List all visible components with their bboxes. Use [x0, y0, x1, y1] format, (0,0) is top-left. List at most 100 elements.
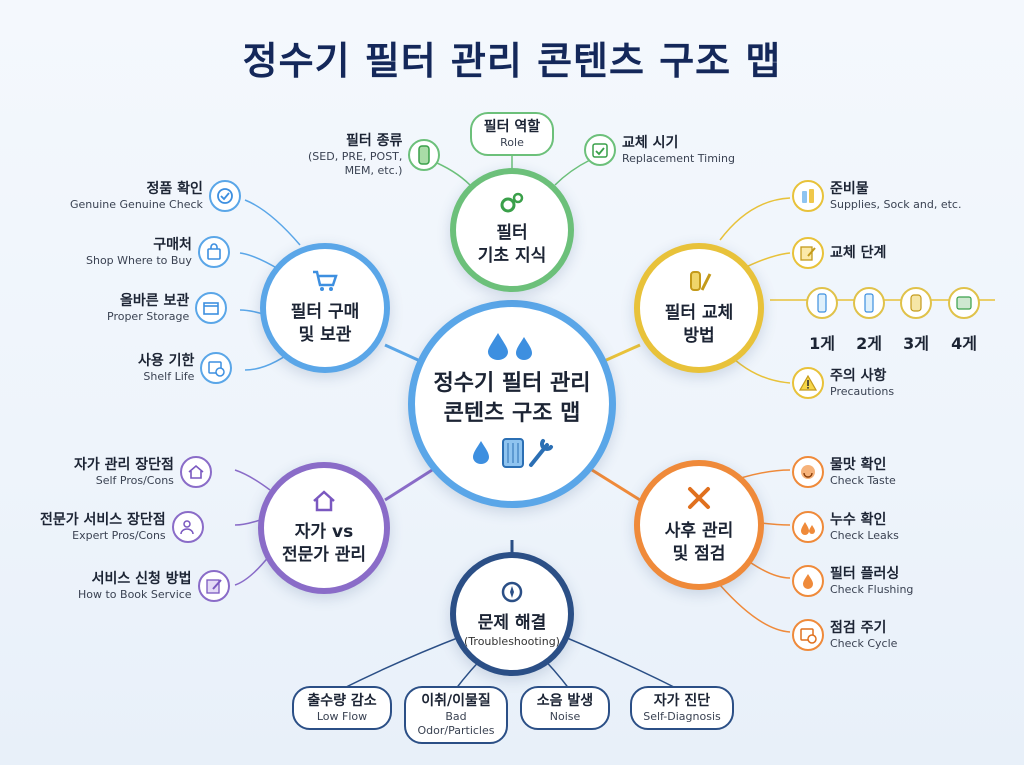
calendar-check-icon [584, 134, 616, 166]
leaf-sub: Shelf Life [143, 370, 195, 383]
page-title: 정수기 필터 관리 콘텐츠 구조 맵 [242, 39, 782, 83]
leaf-supplies[interactable]: 준비물 Supplies, Sock and, etc. [792, 180, 961, 212]
branch-aftercare-line-1: 사후 관리 [664, 521, 734, 541]
center-node: 정수기 필터 관리 콘텐츠 구조 맵 [408, 300, 616, 508]
leaf-check-leaks[interactable]: 누수 확인 Check Leaks [792, 511, 899, 543]
leaf-replace-steps[interactable]: 교체 단계 [792, 237, 886, 269]
leaf-bad-odor[interactable]: 이취/이물질 Bad Odor/Particles [404, 686, 508, 744]
leaf-sub: Role [500, 136, 524, 149]
leaf-sub: Check Flushing [830, 583, 914, 596]
leaf-title: 정품 확인 [146, 181, 203, 197]
drop-icon [792, 565, 824, 597]
leaf-sub: Noise [549, 710, 581, 723]
leaf-filter-role[interactable]: 필터 역할 Role [470, 112, 554, 156]
branch-purchase[interactable]: 필터 구매 및 보관 [260, 243, 390, 373]
leaf-title: 구매처 [153, 237, 192, 253]
branch-trouble[interactable]: 문제 해결 (Troubleshooting) [450, 552, 574, 676]
leaf-self-diagnosis[interactable]: 자가 진단 Self-Diagnosis [630, 686, 734, 730]
center-line-1: 정수기 필터 관리 [433, 371, 591, 396]
smile-icon [792, 456, 824, 488]
branch-basics-line-1: 필터 [496, 223, 528, 243]
bottles-icon [792, 180, 824, 212]
leaf-title: 필터 플러싱 [830, 566, 900, 582]
leaf-book-service[interactable]: 서비스 신청 방법 How to Book Service [78, 570, 230, 602]
expert-check-icon [171, 511, 204, 543]
leaf-sub: Supplies, Sock and, etc. [830, 198, 962, 211]
leaf-sub: Check Taste [830, 474, 896, 487]
step-1-icon [806, 287, 838, 319]
cart-icon [311, 269, 339, 297]
branch-trouble-label: 문제 해결 [477, 613, 547, 633]
branch-aftercare[interactable]: 사후 관리 및 점검 [634, 460, 764, 590]
branch-self-line-2: 전문가 관리 [281, 545, 367, 565]
leaf-title: 준비물 [830, 181, 869, 197]
pencil-note-icon [792, 237, 824, 269]
leaf-noise[interactable]: 소음 발생 Noise [520, 686, 610, 730]
leaf-title: 필터 역할 [483, 119, 541, 135]
step-label-1: 1게 [809, 334, 835, 353]
leaf-shelf-life[interactable]: 사용 기한 Shelf Life [138, 352, 233, 384]
leaf-where-to-buy[interactable]: 구매처 Shop Where to Buy [86, 236, 230, 268]
edit-form-icon [197, 570, 230, 602]
branch-purchase-line-1: 필터 구매 [290, 302, 360, 322]
branch-basics[interactable]: 필터 기초 지식 [450, 168, 574, 292]
branch-self-vs-pro[interactable]: 자가 vs 전문가 관리 [258, 462, 390, 594]
leaf-title: 전문가 서비스 장단점 [40, 512, 166, 528]
leaf-sub: Check Cycle [830, 637, 898, 650]
leaf-sub: Expert Pros/Cons [72, 529, 166, 542]
house-icon [311, 489, 337, 517]
leaf-title: 출수량 감소 [307, 693, 377, 709]
leaf-genuine-check[interactable]: 정품 확인 Genuine Genuine Check [70, 180, 241, 212]
branch-aftercare-line-2: 및 점검 [672, 544, 726, 564]
leaf-sub: Bad Odor/Particles [417, 710, 495, 737]
leaf-sub: Self-Diagnosis [643, 710, 721, 723]
leaf-title: 이취/이물질 [421, 693, 491, 709]
branch-trouble-sub: (Troubleshooting) [464, 635, 560, 648]
leaf-title: 물맛 확인 [830, 457, 887, 473]
leaf-proper-storage[interactable]: 올바른 보관 Proper Storage [107, 292, 228, 324]
branch-replace[interactable]: 필터 교체 방법 [634, 243, 764, 373]
leaf-filter-types[interactable]: 필터 종류 (SED, PRE, POST, MEM, etc.) [308, 132, 441, 178]
compass-gear-icon [500, 580, 524, 608]
leaf-sub: Shop Where to Buy [86, 254, 192, 267]
leaf-sub: Genuine Genuine Check [70, 198, 203, 211]
leaf-check-cycle[interactable]: 점검 주기 Check Cycle [792, 619, 897, 651]
home-settings-icon [179, 456, 212, 488]
leaf-sub: Proper Storage [107, 310, 190, 323]
leaf-check-taste[interactable]: 물맛 확인 Check Taste [792, 456, 896, 488]
step-2-icon [853, 287, 885, 319]
water-drops-icon [484, 331, 540, 365]
leaf-title: 사용 기한 [138, 353, 195, 369]
branch-replace-line-1: 필터 교체 [664, 303, 734, 323]
drops-icon [792, 511, 824, 543]
tools-icon [686, 268, 712, 298]
leaf-title: 자가 관리 장단점 [74, 457, 174, 473]
leaf-title: 주의 사항 [830, 368, 887, 384]
leaf-replacement-timing[interactable]: 교체 시기 Replacement Timing [584, 134, 735, 166]
leaf-title: 자가 진단 [653, 693, 711, 709]
branch-self-line-1: 자가 vs [294, 522, 354, 542]
step-3-icon [900, 287, 932, 319]
filter-tools-icon [467, 435, 557, 473]
leaf-title: 필터 종류 [346, 133, 403, 149]
leaf-check-flushing[interactable]: 필터 플러싱 Check Flushing [792, 565, 913, 597]
leaf-self-pros-cons[interactable]: 자가 관리 장단점 Self Pros/Cons [74, 456, 212, 488]
shopping-bag-icon [197, 236, 230, 268]
leaf-low-flow[interactable]: 출수량 감소 Low Flow [292, 686, 392, 730]
step-label-4: 4게 [951, 334, 977, 353]
center-line-2: 콘텐츠 구조 맵 [443, 401, 581, 426]
step-label-3: 3게 [903, 334, 929, 353]
leaf-sub-2: MEM, etc.) [344, 164, 403, 177]
step-4-icon [948, 287, 980, 319]
leaf-expert-pros-cons[interactable]: 전문가 서비스 장단점 Expert Pros/Cons [40, 511, 204, 543]
gears-icon [499, 192, 525, 218]
leaf-sub: Self Pros/Cons [95, 474, 174, 487]
leaf-sub: Precautions [830, 385, 895, 398]
leaf-precautions[interactable]: 주의 사항 Precautions [792, 367, 894, 399]
leaf-title: 소음 발생 [536, 693, 594, 709]
leaf-sub: Low Flow [316, 710, 368, 723]
leaf-title: 누수 확인 [830, 512, 887, 528]
branch-basics-line-2: 기초 지식 [477, 246, 547, 266]
leaf-sub: Check Leaks [830, 529, 899, 542]
